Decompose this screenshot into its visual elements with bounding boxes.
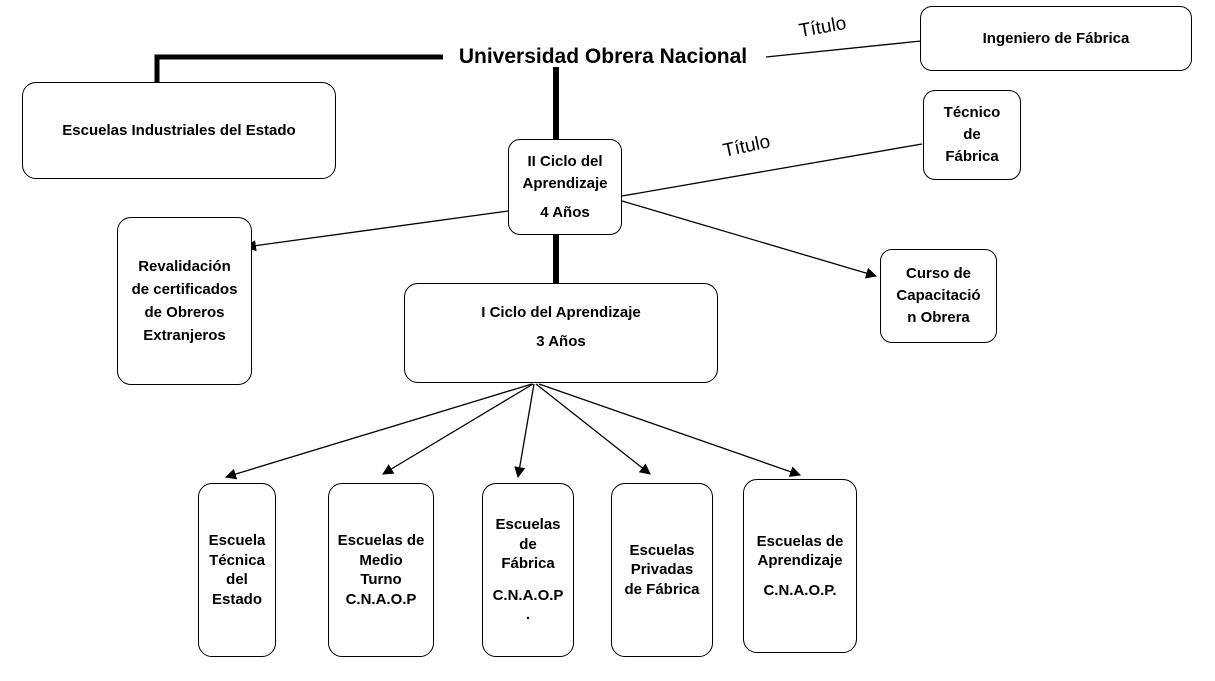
node-text-line: Privadas	[630, 561, 694, 579]
node-text-line: Curso de	[905, 265, 971, 282]
node-duration: 4 Años	[540, 203, 590, 221]
connector-i-ciclo-to-escuelas-aprendizaje-arrow	[538, 383, 802, 477]
node-text-line: Escuelas Industriales del Estado	[62, 121, 296, 139]
node-text-line: Turno	[360, 571, 402, 588]
node-text-line: Fábrica	[945, 148, 999, 165]
node-text-line: C.N.A.O.P	[345, 590, 417, 608]
node-text-line: Escuelas	[629, 541, 695, 559]
node-text-line: de certificados	[131, 281, 238, 298]
node-escuelas-medio-turno-cnaop: Escuelas de Medio Turno C.N.A.O.P	[328, 483, 434, 657]
connector-ii-ciclo-to-curso-arrow	[621, 200, 878, 279]
node-text-line: Estado	[211, 590, 262, 608]
node-text-line: del	[226, 571, 248, 588]
connector-ii-ciclo-to-revalidacion-arrow	[244, 210, 509, 252]
node-escuelas-industriales-del-estado: Escuelas Industriales del Estado	[22, 82, 336, 179]
connector-ii-ciclo-to-tecnico	[621, 143, 923, 197]
node-text-line: de Obreros	[144, 304, 225, 321]
connector-i-ciclo-to-escuelas-privadas-arrow	[535, 383, 651, 475]
connector-title-to-ingeniero	[765, 40, 922, 58]
node-revalidacion-certificados: Revalidación de certificados de Obreros …	[117, 217, 252, 385]
node-text-line: Técnica	[209, 551, 265, 569]
node-text-line: I Ciclo del Aprendizaje	[481, 304, 641, 321]
node-escuelas-de-fabrica-cnaop: Escuelas de Fábrica C.N.A.O.P .	[482, 483, 574, 657]
node-escuela-tecnica-del-estado: Escuela Técnica del Estado	[198, 483, 276, 657]
node-tecnico-de-fabrica: Técnico de Fábrica	[923, 90, 1021, 180]
node-i-ciclo-del-aprendizaje: I Ciclo del Aprendizaje 3 Años	[404, 283, 718, 383]
node-text-line: Revalidación	[138, 258, 231, 275]
node-ii-ciclo-del-aprendizaje: II Ciclo del Aprendizaje 4 Años	[508, 139, 622, 235]
connector-title-to-escuelas-industriales	[154, 54, 443, 84]
node-text-line: Escuelas de	[756, 532, 844, 550]
node-text-line: Escuela	[208, 532, 266, 549]
node-text-line: Capacitació	[896, 287, 981, 304]
node-curso-capacitacion-obrera: Curso de Capacitació n Obrera	[880, 249, 997, 343]
node-escuelas-de-aprendizaje-cnaop: Escuelas de Aprendizaje C.N.A.O.P.	[743, 479, 857, 653]
connector-i-ciclo-to-medio-turno-arrow	[382, 383, 534, 475]
node-duration: 3 Años	[536, 333, 586, 350]
node-text-line: Medio	[359, 551, 403, 569]
node-org-line: C.N.A.O.P.	[763, 581, 837, 599]
node-text-line: Escuelas	[495, 516, 561, 534]
connector-i-ciclo-to-escuelas-fabrica-arrow	[514, 383, 535, 479]
node-text-line: de	[519, 535, 537, 553]
node-text-line: Extranjeros	[143, 327, 226, 344]
node-text-line: II Ciclo del	[527, 152, 603, 170]
node-text-line: Fábrica	[501, 555, 555, 573]
node-text-line: n Obrera	[907, 309, 970, 326]
node-text-line: de	[963, 126, 981, 143]
node-text-line: Técnico	[943, 104, 1001, 121]
node-org-line: C.N.A.O.P	[492, 586, 564, 604]
root-title: Universidad Obrera Nacional	[458, 45, 748, 68]
node-org-line: .	[525, 606, 531, 624]
connector-i-ciclo-to-escuela-tecnica-arrow	[224, 383, 533, 480]
node-text-line: Escuelas de	[337, 532, 425, 549]
node-text-line: de Fábrica	[624, 580, 700, 598]
node-escuelas-privadas-de-fabrica: Escuelas Privadas de Fábrica	[611, 483, 713, 657]
node-ingeniero-de-fabrica: Ingeniero de Fábrica	[920, 6, 1192, 71]
node-text-line: Aprendizaje	[522, 174, 608, 192]
node-text-line: Aprendizaje	[757, 552, 843, 570]
node-text-line: Ingeniero de Fábrica	[982, 29, 1130, 47]
